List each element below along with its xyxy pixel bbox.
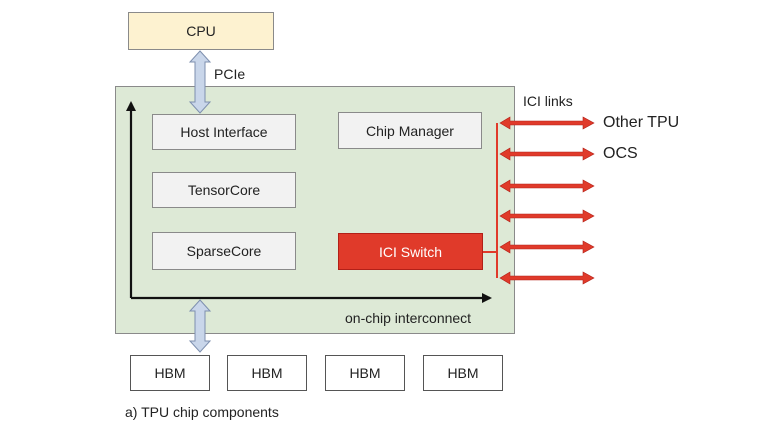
ici-link-arrows	[499, 116, 595, 285]
ici-switch-label: ICI Switch	[378, 243, 442, 260]
pcie-double-arrow	[188, 50, 212, 114]
hbm-box-2: HBM	[227, 355, 307, 391]
on-chip-interconnect-label: on-chip interconnect	[345, 310, 472, 326]
hbm-box-3: HBM	[325, 355, 405, 391]
hbm-box-4: HBM	[423, 355, 503, 391]
ici-switch-box: ICI Switch	[338, 233, 483, 270]
ici-link-arrow	[499, 271, 595, 285]
tensorcore-label: TensorCore	[187, 182, 261, 198]
cpu-label: CPU	[186, 23, 216, 39]
ici-link-arrow	[499, 209, 595, 223]
ici-link-arrow	[499, 147, 595, 161]
pcie-label: PCIe	[214, 66, 246, 82]
sparsecore-box: SparseCore	[152, 232, 296, 270]
ici-links-label: ICI links	[523, 93, 573, 109]
ici-link-arrow	[499, 179, 595, 193]
chip-manager-box: Chip Manager	[338, 112, 482, 149]
host-interface-label: Host Interface	[180, 124, 268, 140]
hbm-label: HBM	[251, 365, 283, 381]
cpu-box: CPU	[128, 12, 274, 50]
hbm-double-arrow	[188, 299, 212, 353]
host-interface-box: Host Interface	[152, 114, 296, 150]
ici-link-arrow	[499, 240, 595, 254]
figure-caption: a) TPU chip components	[125, 404, 279, 420]
chip-manager-label: Chip Manager	[366, 122, 454, 139]
hbm-label: HBM	[349, 365, 381, 381]
hbm-label: HBM	[447, 365, 479, 381]
hbm-box-1: HBM	[130, 355, 210, 391]
sparsecore-label: SparseCore	[186, 243, 262, 259]
other-tpu-label: Other TPU	[603, 114, 680, 131]
hbm-label: HBM	[154, 365, 186, 381]
ici-link-arrow	[499, 116, 595, 130]
tensorcore-box: TensorCore	[152, 172, 296, 208]
ocs-label: OCS	[603, 145, 638, 162]
